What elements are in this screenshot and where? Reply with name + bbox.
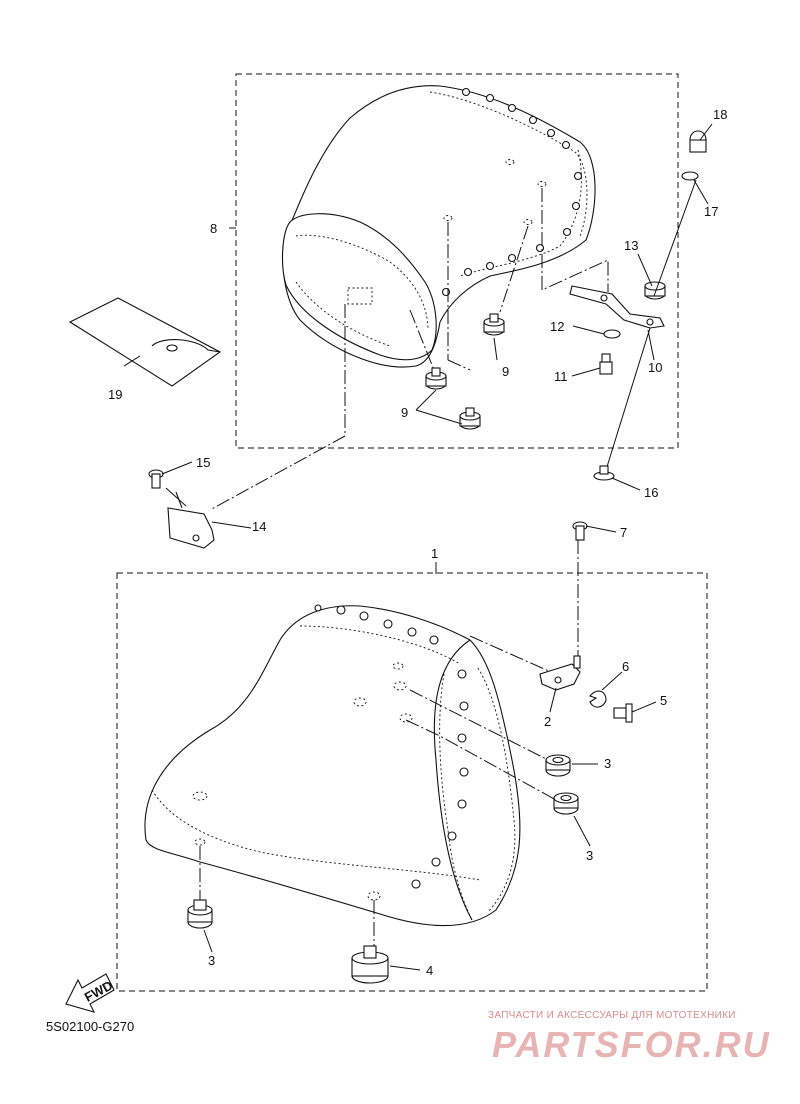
bolt-16 (593, 465, 615, 481)
rear-seat-studs (441, 87, 583, 297)
diagram-code: 5S02100-G270 (46, 1019, 134, 1034)
damper-3-c (187, 899, 213, 929)
callout-8: 8 (210, 221, 217, 236)
rear-seat-group (209, 73, 707, 511)
bolt-15 (148, 469, 164, 489)
leader-lines (123, 123, 713, 971)
bracket-14 (167, 491, 215, 549)
callout-1: 1 (431, 546, 438, 561)
front-seat-group (116, 521, 708, 992)
seat-cover-19 (68, 297, 222, 387)
callouts: 8 18 17 13 12 11 10 9 9 19 15 14 16 1 7 … (108, 107, 727, 978)
callout-9a: 9 (502, 364, 509, 379)
bolt-7 (572, 521, 588, 541)
callout-3b: 3 (586, 848, 593, 863)
callout-13: 13 (624, 238, 638, 253)
bracket-10 (569, 285, 665, 329)
collar-13 (644, 281, 666, 300)
callout-5: 5 (660, 693, 667, 708)
callout-15: 15 (196, 455, 210, 470)
front-seat-group-frame (116, 572, 708, 992)
front-seat-illustration (144, 604, 521, 927)
callout-3a: 3 (604, 756, 611, 771)
callout-19: 19 (108, 387, 122, 402)
fwd-label: FWD (82, 978, 115, 1005)
rear-seat-group-frame (235, 73, 679, 449)
callout-16: 16 (644, 485, 658, 500)
watermark-logo: PARTSFOR.RU (492, 1024, 771, 1065)
callout-2: 2 (544, 714, 551, 729)
rear-seat-illustration (282, 85, 596, 368)
washer-17 (681, 171, 699, 181)
grommet-9-a (483, 313, 505, 336)
bolt-5 (613, 703, 633, 723)
damper-4 (351, 945, 389, 984)
callout-12: 12 (550, 319, 564, 334)
callout-3c: 3 (208, 953, 215, 968)
callout-17: 17 (704, 204, 718, 219)
grommet-9-c (459, 407, 481, 430)
bolt-11 (599, 353, 613, 375)
grommet-9-b (425, 367, 447, 390)
callout-7: 7 (620, 525, 627, 540)
damper-3-a (545, 754, 571, 777)
washer-12 (603, 329, 621, 339)
callout-14: 14 (252, 519, 266, 534)
fwd-arrow-icon: FWD (65, 973, 115, 1013)
callout-18: 18 (713, 107, 727, 122)
washer-6 (589, 690, 607, 708)
cap-nut-18 (689, 130, 707, 153)
callout-10: 10 (648, 360, 662, 375)
bracket-2 (539, 655, 581, 691)
front-seat-studs (314, 604, 469, 889)
callout-11: 11 (554, 369, 568, 384)
watermark-tagline: ЗАПЧАСТИ И АКСЕССУАРЫ ДЛЯ МОТОТЕХНИКИ (488, 1010, 736, 1021)
callout-6: 6 (622, 659, 629, 674)
callout-9b: 9 (401, 405, 408, 420)
callout-4: 4 (426, 963, 433, 978)
damper-3-b (553, 792, 579, 815)
